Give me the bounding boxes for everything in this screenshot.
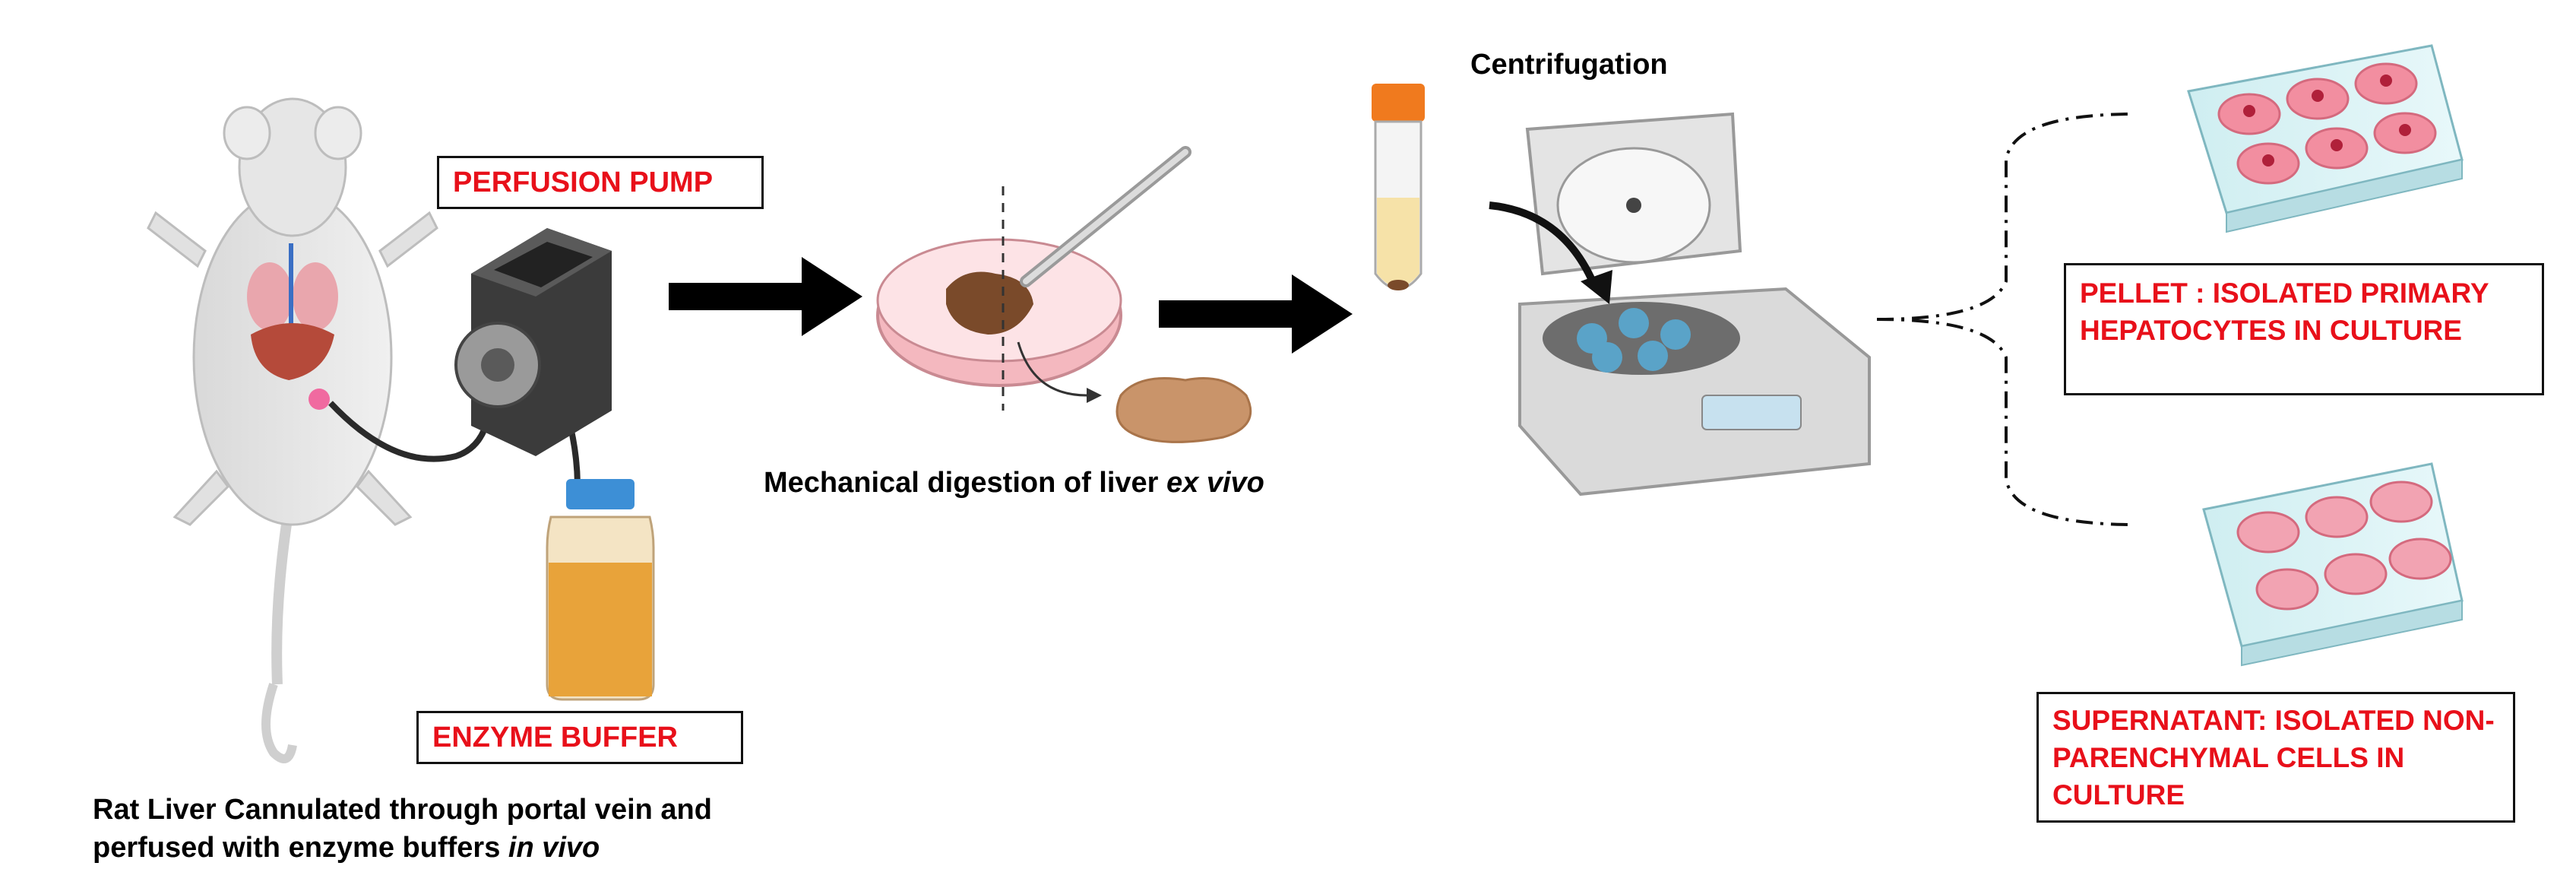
perfusion-pump-label: PERFUSION PUMP bbox=[437, 156, 764, 209]
supernatant-label: SUPERNATANT: ISOLATED NON-PARENCHYMAL CE… bbox=[2036, 692, 2515, 823]
rat-caption-line2-italic: in vivo bbox=[508, 832, 600, 864]
enzyme-buffer-label: ENZYME BUFFER bbox=[416, 711, 743, 764]
process-arrow-2 bbox=[1159, 274, 1353, 354]
rat-caption-line1: Rat Liver Cannulated through portal vein… bbox=[93, 794, 712, 826]
rat-caption: Rat Liver Cannulated through portal vein… bbox=[93, 791, 712, 867]
well-plate-icon bbox=[2187, 44, 2464, 233]
pellet-label: PELLET : ISOLATED PRIMARY HEPATOCYTES IN… bbox=[2064, 263, 2544, 395]
rat-caption-line2: perfused with enzyme buffers in vivo bbox=[93, 829, 712, 867]
perfusion-pump-icon bbox=[454, 228, 612, 456]
petri-dish-icon bbox=[876, 186, 1252, 443]
digestion-caption-italic: ex vivo bbox=[1166, 467, 1264, 499]
rat-illustration bbox=[147, 97, 438, 763]
buffer-bottle-icon bbox=[546, 479, 655, 701]
falcon-tube-icon bbox=[1372, 84, 1425, 290]
digestion-caption: Mechanical digestion of liver ex vivo bbox=[764, 464, 1264, 502]
centrifugation-label: Centrifugation bbox=[1470, 49, 1668, 81]
rat-caption-line2-text: perfused with enzyme buffers bbox=[93, 832, 508, 864]
well-plate-icon-2 bbox=[2202, 462, 2464, 667]
centrifuge-icon bbox=[1489, 112, 1871, 496]
digestion-caption-text: Mechanical digestion of liver bbox=[764, 467, 1167, 499]
process-arrow-1 bbox=[669, 257, 862, 336]
scalpel-icon bbox=[1020, 146, 1191, 287]
